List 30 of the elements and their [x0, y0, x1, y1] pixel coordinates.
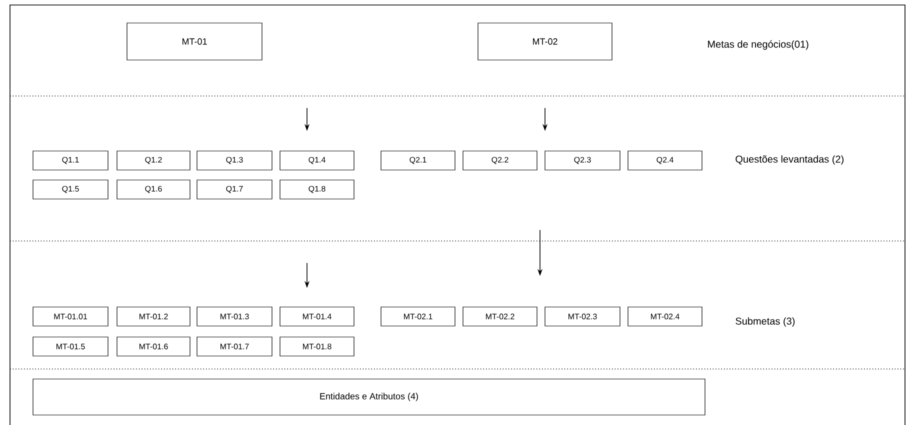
- item-box: Q2.4: [628, 150, 702, 170]
- item-box: Q2.1: [380, 150, 456, 170]
- item-box: Q1.2: [116, 150, 190, 170]
- item-box: MT-01.6: [116, 336, 190, 356]
- item-box: MT-01.01: [32, 306, 108, 326]
- item-box: Q1.1: [32, 150, 108, 170]
- level-label: Questões levantadas (2): [736, 155, 844, 165]
- item-box: Q1.3: [196, 150, 272, 170]
- item-box: MT-02.2: [462, 306, 538, 326]
- item-box: Q2.2: [462, 150, 538, 170]
- item-box: Q1.6: [116, 180, 190, 200]
- item-box: MT-02.4: [628, 306, 702, 326]
- item-box: MT-02.1: [380, 306, 456, 326]
- goal-box: MT-02: [478, 22, 612, 60]
- item-box: MT-01.3: [196, 306, 272, 326]
- level-label: Submetas (3): [736, 317, 795, 327]
- item-box: Q1.4: [280, 150, 354, 170]
- item-box: Q1.7: [196, 180, 272, 200]
- entity-box: Entidades e Atributos (4): [32, 378, 706, 416]
- item-box: Q2.3: [544, 150, 620, 170]
- goal-box: MT-01: [126, 22, 262, 60]
- item-box: MT-02.3: [544, 306, 620, 326]
- item-box: MT-01.7: [196, 336, 272, 356]
- item-box: MT-01.4: [280, 306, 354, 326]
- item-box: MT-01.8: [280, 336, 354, 356]
- item-box: Q1.8: [280, 180, 354, 200]
- level-label: Metas de negócios(01): [708, 40, 808, 50]
- item-box: Q1.5: [32, 180, 108, 200]
- item-box: MT-01.5: [32, 336, 108, 356]
- item-box: MT-01.2: [116, 306, 190, 326]
